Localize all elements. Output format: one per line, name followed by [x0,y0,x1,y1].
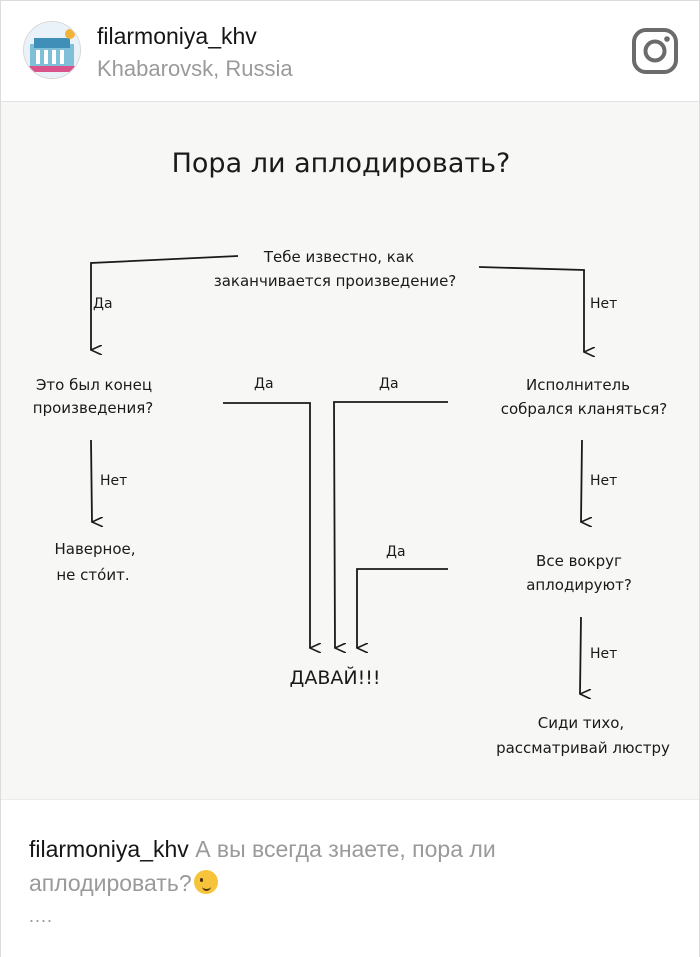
label-no-right-2: Нет [590,473,617,489]
left-no-arrow [90,439,92,522]
caption-text: А вы всегда знаете, пора ли аплодировать… [29,836,496,896]
right-end-line2: рассматривай люстру [496,739,670,757]
right-yes-arrow [333,401,448,648]
right-question2-line2: аплодируют? [526,576,632,594]
philharmonic-logo-avatar-icon [24,22,80,78]
location[interactable]: Khabarovsk, Russia [97,56,293,81]
right-end-line1: Сиди тихо, [538,714,624,732]
left-end-line2: не сто́ит. [56,566,129,584]
label-no-right: Нет [590,296,617,312]
flowchart-title: Пора ли аплодировать? [172,148,511,179]
label-yes-left: Да [93,296,113,312]
right-question1-line2: собрался кланяться? [501,400,668,418]
label-yes-center-right: Да [379,376,399,392]
root-question-line1: Тебе известно, как [263,248,414,266]
label-yes-lower: Да [386,544,406,560]
caption-area: filarmoniya_khv А вы всегда знаете, пора… [1,799,699,957]
right-no2-arrow [580,616,581,694]
label-no-left: Нет [100,473,127,489]
post-header: filarmoniya_khv Khabarovsk, Russia [1,1,699,102]
caption: filarmoniya_khv А вы всегда знаете, пора… [29,832,589,900]
instagram-icon[interactable] [631,27,679,75]
username[interactable]: filarmoniya_khv [97,23,257,49]
left-end-line1: Наверное, [54,540,135,558]
root-question-line2: заканчивается произведение? [214,272,457,290]
right-no1-arrow [581,439,582,522]
post-image-flowchart[interactable]: Пора ли аплодировать? Тебе известно, как… [1,102,699,799]
flowchart-connectors [90,255,584,694]
caption-username[interactable]: filarmoniya_khv [29,836,189,862]
left-yes-arrow [223,402,310,648]
label-no-right-3: Нет [590,646,617,662]
flowchart: Пора ли аплодировать? Тебе известно, как… [33,148,670,757]
right-question1-line1: Исполнитель [526,376,630,394]
result-go: ДАВАЙ!!! [290,666,381,689]
right-question2-line1: Все вокруг [536,552,622,570]
label-yes-center-left: Да [254,376,274,392]
root-to-right-arrow [478,266,584,352]
more-link[interactable]: .... [29,906,54,926]
all-clap-yes-arrow [357,568,448,648]
left-question-line2: произведения? [33,399,153,417]
avatar[interactable] [23,21,81,79]
left-question-line1: Это был конец [36,376,152,394]
winking-face-icon [193,870,218,894]
root-to-left-arrow [91,255,239,350]
